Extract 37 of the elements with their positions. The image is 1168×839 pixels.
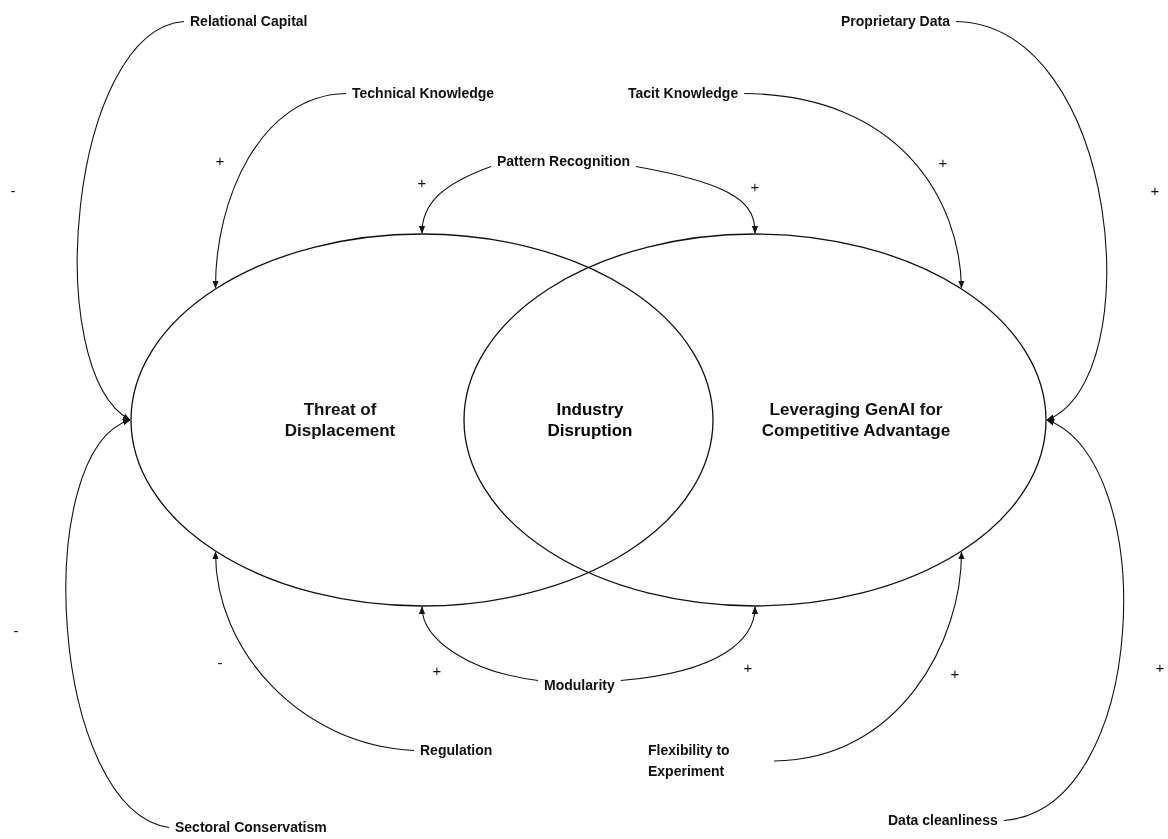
edge-label: +: [950, 664, 960, 682]
node-label: Flexibility to Experiment: [648, 741, 731, 781]
edge-label: +: [215, 151, 225, 169]
node-label: Relational Capital: [190, 12, 308, 31]
node-label: Sectoral Conservatism: [175, 818, 327, 837]
node-label: Proprietary Data: [841, 12, 950, 31]
overlap-label: Industry Disruption: [546, 399, 634, 441]
arrow: [955, 20, 1107, 421]
node-label: Threat of Displacement: [283, 399, 397, 441]
edge-label: -: [10, 181, 16, 199]
arrow: [419, 165, 492, 234]
arrow: [65, 419, 170, 829]
arrow: [773, 551, 965, 762]
edge-label: +: [938, 153, 948, 171]
arrow: [635, 165, 758, 234]
node-label: Leveraging GenAI for Competitive Advantage: [760, 399, 952, 441]
edge-label: -: [217, 653, 223, 671]
arrow: [1003, 419, 1124, 822]
node-label: Pattern Recognition: [497, 152, 630, 171]
node-label: Tacit Knowledge: [628, 84, 739, 103]
edge-label: +: [1150, 181, 1160, 199]
edge-label: +: [743, 658, 753, 676]
node-label: Regulation: [420, 741, 493, 760]
edge-label: +: [1155, 658, 1165, 676]
arrow: [419, 606, 539, 682]
node-label: Data cleanliness: [888, 811, 998, 830]
edge-label: +: [750, 177, 760, 195]
arrow: [743, 92, 965, 289]
node-label: Technical Knowledge: [352, 84, 495, 103]
node-label: Modularity: [544, 676, 615, 695]
edge-label: +: [432, 661, 442, 679]
arrow: [620, 606, 758, 682]
edge-label: -: [13, 621, 19, 639]
arrow: [212, 551, 415, 752]
edge-label: +: [417, 173, 427, 191]
arrow: [76, 20, 185, 421]
arrow: [212, 92, 347, 289]
